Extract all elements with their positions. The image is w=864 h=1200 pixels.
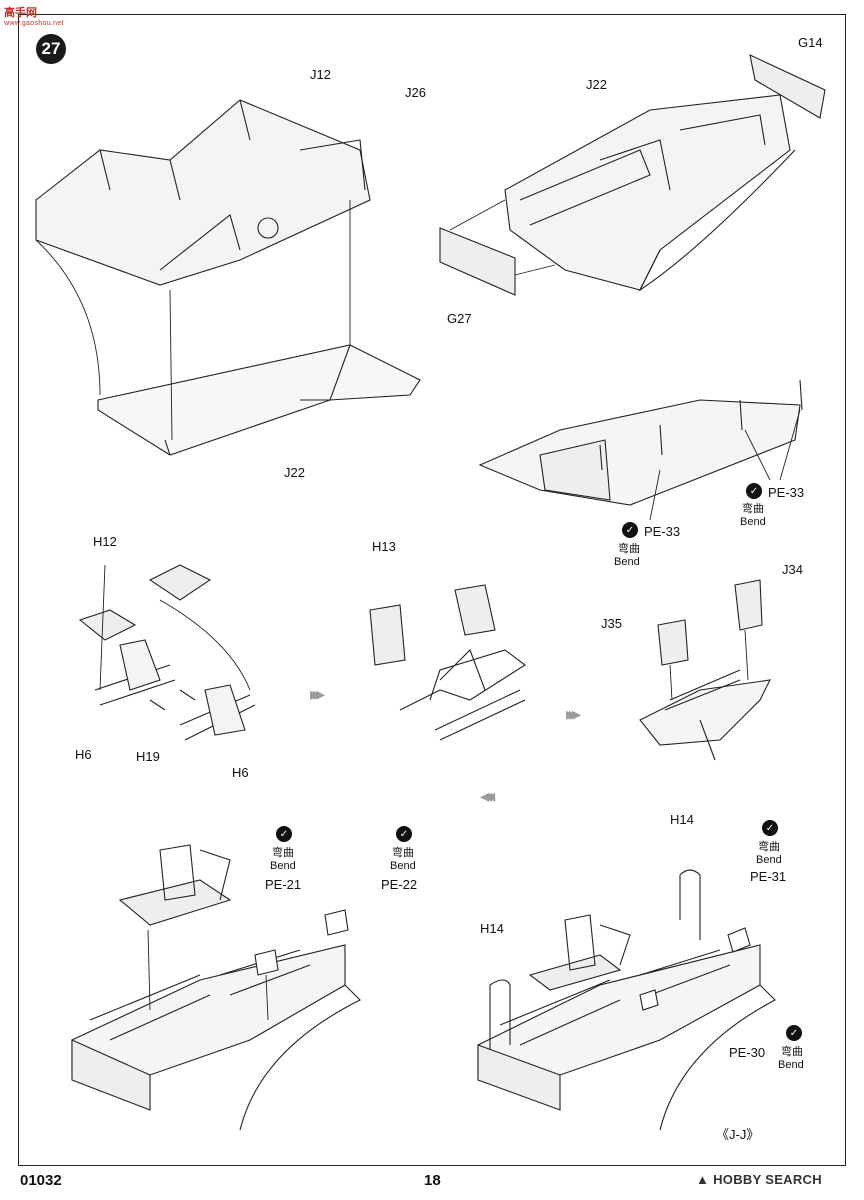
- part-label: H12: [93, 534, 117, 549]
- bend-label-zh: 弯曲: [272, 847, 294, 859]
- flow-arrow-left: ◂◂◂: [480, 786, 495, 806]
- check-icon: ✓: [762, 820, 778, 836]
- brand-name: HOBBY SEARCH: [713, 1172, 822, 1187]
- part-label: H14: [480, 921, 504, 936]
- part-label: J34: [782, 562, 803, 577]
- part-label: H19: [136, 749, 160, 764]
- check-icon: ✓: [396, 826, 412, 842]
- product-code: 01032: [20, 1172, 62, 1189]
- bend-label-en: Bend: [270, 860, 296, 872]
- brand-watermark: ▲ HOBBY SEARCH: [696, 1172, 822, 1187]
- bend-label-en: Bend: [756, 854, 782, 866]
- bend-label-en: Bend: [390, 860, 416, 872]
- bend-label-zh: 弯曲: [781, 1046, 803, 1058]
- part-label: J12: [310, 67, 331, 82]
- step-number-badge: 27: [36, 34, 66, 64]
- watermark-logo: 高手网 www.gaoshou.net: [4, 4, 64, 27]
- bend-label-en: Bend: [740, 516, 766, 528]
- flow-arrow-right: ▸▸▸: [566, 704, 581, 724]
- check-icon: ✓: [786, 1025, 802, 1041]
- check-icon: ✓: [276, 826, 292, 842]
- part-label: H14: [670, 812, 694, 827]
- sub-assembly-label: 《J-J》: [716, 1127, 760, 1142]
- part-label: H6: [232, 765, 249, 780]
- part-label: PE-31: [750, 869, 787, 884]
- check-icon: ✓: [746, 483, 762, 499]
- bend-label-zh: 弯曲: [742, 503, 764, 515]
- bend-label-en: Bend: [614, 556, 640, 568]
- part-label: J26: [405, 85, 426, 100]
- bend-label-en: Bend: [778, 1059, 804, 1071]
- part-label: J35: [601, 616, 622, 631]
- part-label: J22: [284, 465, 305, 480]
- flow-arrow-right: ▸▸▸: [310, 684, 325, 704]
- part-label: PE-33: [768, 485, 805, 500]
- part-label: G14: [798, 35, 823, 50]
- bend-label-zh: 弯曲: [758, 841, 780, 853]
- bend-label-zh: 弯曲: [392, 847, 414, 859]
- part-label: PE-30: [729, 1045, 766, 1060]
- part-label: H6: [75, 747, 92, 762]
- page-number: 18: [424, 1172, 441, 1189]
- part-label: G27: [447, 311, 472, 326]
- part-label: J22: [586, 77, 607, 92]
- part-label: PE-33: [644, 524, 681, 539]
- part-label: H13: [372, 539, 396, 554]
- page-frame: [18, 14, 846, 1166]
- part-label: PE-21: [265, 877, 302, 892]
- check-icon: ✓: [622, 522, 638, 538]
- watermark-title: 高手网: [4, 7, 37, 19]
- part-label: PE-22: [381, 877, 418, 892]
- bend-label-zh: 弯曲: [618, 543, 640, 555]
- watermark-url: www.gaoshou.net: [4, 20, 64, 27]
